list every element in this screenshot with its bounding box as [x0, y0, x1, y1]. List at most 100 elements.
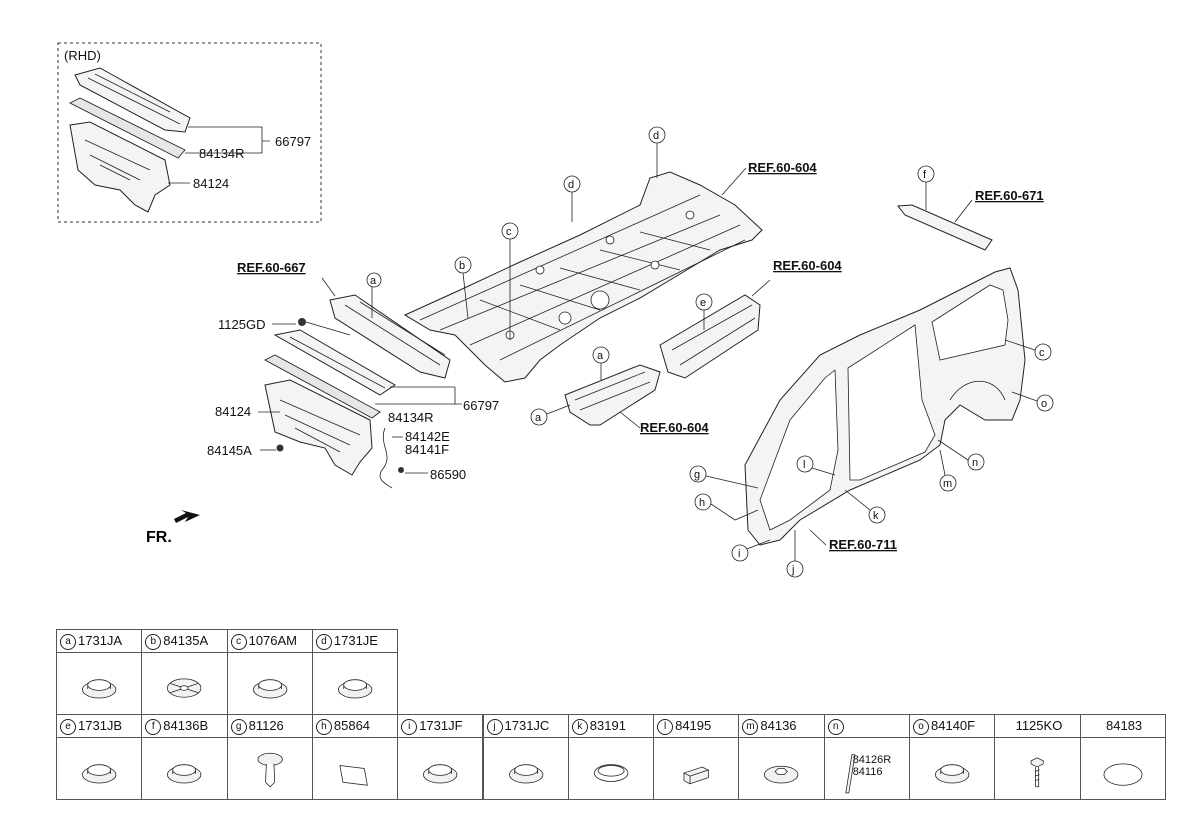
legend-letter-badge: g	[230, 719, 247, 735]
label-84124: 84124	[215, 404, 251, 419]
bolt-icon	[298, 318, 306, 326]
ref-60-604-bottom: REF.60-604	[640, 420, 709, 435]
legend-part-code: 81126	[248, 718, 284, 733]
oval-pad-icon	[1103, 763, 1143, 786]
legend-cell-header: 84183	[1080, 715, 1165, 738]
label-86590: 86590	[430, 467, 466, 482]
label-84142e: 84142E	[405, 429, 450, 444]
ref-60-604-right: REF.60-604	[773, 258, 842, 273]
callout-h	[694, 493, 712, 511]
ring-plug-icon	[593, 764, 629, 782]
label-84134r: 84134R	[388, 410, 434, 425]
inset-title: (RHD)	[64, 48, 101, 63]
grommet-icon	[167, 764, 202, 784]
floor-pan	[403, 171, 763, 383]
legend-letter-badge: b	[145, 634, 162, 650]
legend-part-code: 84183	[1106, 718, 1143, 733]
bolt-icon	[1030, 757, 1044, 788]
legend-part-code: 1731JF	[419, 718, 463, 733]
legend-letter-badge: i	[401, 719, 418, 735]
grommet-icon	[934, 764, 970, 784]
label-84145a: 84145A	[207, 443, 252, 458]
legend-part-code: 1731JE	[333, 633, 378, 648]
floor-rails: REF.60-604 e a a REF.60-604	[530, 258, 842, 435]
legend-part-code: 1125KO	[1015, 718, 1063, 733]
inset-label-84134r: 84134R	[199, 146, 245, 161]
legend-part-code: 1731JC	[504, 718, 550, 733]
legend-cell-1125ko: 1125KO	[994, 714, 1081, 800]
grommet-icon	[508, 764, 543, 784]
svg-text:e: e	[700, 297, 706, 309]
legend-letter-badge: d	[315, 634, 332, 650]
callout-g	[689, 465, 707, 483]
svg-text:c: c	[506, 226, 512, 238]
hex-plug-icon	[764, 765, 799, 784]
dash-panel	[264, 379, 373, 476]
grommet-icon	[337, 679, 373, 699]
grommet-icon	[81, 764, 117, 784]
ref-60-604-top: REF.60-604	[748, 160, 817, 175]
legend-part-code: 1731JA	[78, 633, 123, 648]
grommet-84145a	[276, 444, 284, 452]
svg-text:h: h	[699, 497, 705, 509]
cowl-top-panel	[329, 294, 451, 379]
push-clip-icon	[257, 752, 283, 788]
legend-letter-badge: m	[742, 719, 759, 735]
legend-letter-badge: l	[657, 719, 674, 735]
side-body: REF.60-671 f c o n m l k g	[689, 165, 1054, 578]
svg-text:c: c	[1039, 347, 1045, 359]
legend-letter-badge: o	[913, 719, 929, 735]
front-rail	[564, 364, 661, 426]
legend-letter-badge: f	[145, 719, 162, 735]
cross-plug-icon	[167, 678, 202, 698]
svg-text:n: n	[972, 457, 978, 469]
rear-door-opening	[847, 324, 936, 481]
cowl-inner-panel	[273, 329, 396, 396]
strip-icon	[845, 754, 856, 794]
svg-text:g: g	[694, 469, 700, 481]
callout-i	[731, 544, 749, 562]
ref-60-667: REF.60-667	[237, 260, 306, 275]
cowl-assembly: REF.60-667 a 1125GD 66797 84134R 84124 8…	[207, 260, 499, 489]
ref-60-671: REF.60-671	[975, 188, 1044, 203]
legend-part-code: 84136	[760, 718, 797, 733]
legend-cell-header: n	[824, 715, 909, 738]
callout-a3	[530, 408, 548, 426]
svg-text:i: i	[738, 548, 740, 560]
svg-text:l: l	[803, 459, 805, 471]
grommet-icon	[423, 764, 458, 784]
ref-60-711: REF.60-711	[829, 537, 897, 552]
legend-letter-badge: c	[230, 634, 247, 650]
cowl-strip	[264, 354, 381, 419]
clip-86590	[398, 467, 404, 473]
legend-letter-badge: j	[486, 719, 503, 735]
foam-block-icon	[683, 766, 710, 785]
callout-k	[868, 506, 886, 524]
label-84141f: 84141F	[405, 442, 449, 457]
legend-letter-badge: k	[571, 719, 588, 735]
inset-cowl-strip	[69, 97, 186, 159]
callout-a1	[366, 272, 382, 288]
callout-n	[967, 453, 985, 471]
legend-letter-badge: h	[315, 719, 332, 735]
svg-text:a: a	[597, 350, 604, 362]
svg-text:k: k	[873, 510, 879, 522]
label-1125gd: 1125GD	[218, 317, 265, 332]
front-door-opening	[759, 369, 839, 531]
legend-cell-header: 1125KO	[995, 715, 1080, 738]
